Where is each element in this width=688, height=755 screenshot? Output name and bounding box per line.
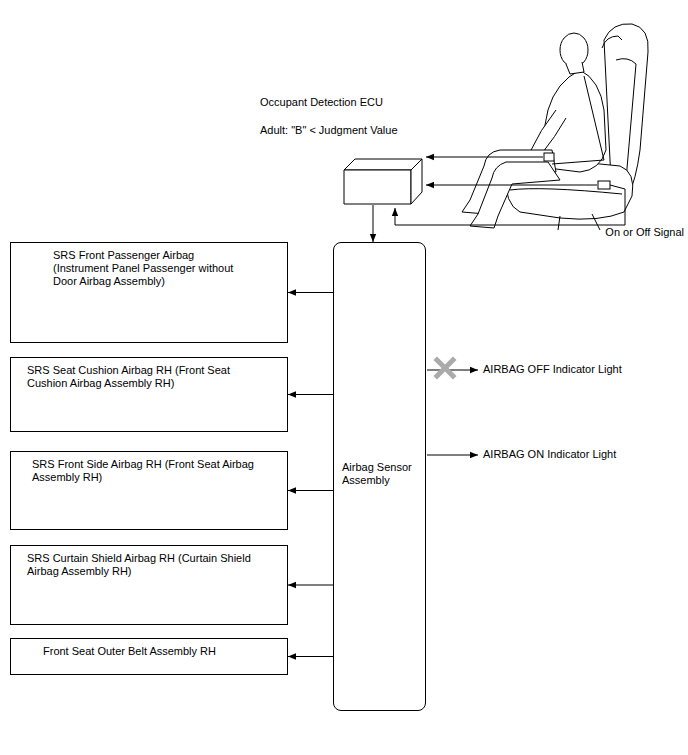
signal-line (426, 185, 597, 186)
component-box: SRS Curtain Shield Airbag RH (Curtain Sh… (10, 545, 288, 625)
connector-arrow (288, 490, 333, 491)
connector-arrow (288, 656, 333, 657)
occupant-leg (470, 162, 560, 228)
connector-arrow (288, 394, 333, 395)
indicator-line (427, 370, 478, 371)
component-box: SRS Front Side Airbag RH (Front Seat Air… (10, 451, 288, 530)
connector-arrow (373, 205, 374, 242)
indicator-name: AIRBAG ON Indicator Light (483, 448, 616, 461)
sensor-box: Airbag Sensor Assembly (333, 242, 426, 711)
node-label: SRS Front Passenger Airbag (Instrument P… (53, 249, 243, 288)
signal-line (426, 157, 543, 158)
occupant-figure (462, 33, 606, 228)
signal-line (610, 185, 625, 189)
ecu-front (344, 170, 411, 204)
connector-arrow (288, 585, 333, 586)
cross-mark (437, 360, 453, 376)
weight-sensor (598, 181, 610, 189)
node-label: SRS Curtain Shield Airbag RH (Curtain Sh… (27, 552, 267, 578)
node-label: Airbag Sensor Assembly (342, 461, 419, 487)
node-note: Adult: "B" < Judgment Value (260, 124, 398, 137)
buckle-switch (544, 153, 554, 161)
component-box: SRS Front Passenger Airbag (Instrument P… (10, 242, 288, 343)
ecu-top (344, 159, 422, 170)
indicator-name: AIRBAG OFF Indicator Light (483, 363, 622, 376)
component-box: Front Seat Outer Belt Assembly RH (10, 638, 288, 675)
occupant-neck (566, 62, 584, 74)
on-off-signal-line (395, 189, 625, 225)
ecu-shape (343, 158, 423, 205)
connector-arrow (288, 292, 333, 293)
node-label: Front Seat Outer Belt Assembly RH (43, 645, 279, 658)
node-heading: Occupant Detection ECU (260, 96, 383, 109)
occupant-head (560, 33, 588, 67)
node-label: SRS Front Side Airbag RH (Front Seat Air… (32, 458, 262, 484)
component-box: SRS Seat Cushion Airbag RH (Front Seat C… (10, 357, 288, 432)
seat-back-line (616, 59, 636, 180)
seat-belt (552, 76, 604, 164)
ecu-box: Occupant Detection ECUAdult: "B" < Judgm… (343, 158, 423, 205)
seat-figure (506, 24, 648, 230)
seat-leg (558, 214, 600, 230)
indicator-line (427, 455, 478, 456)
node-label: SRS Seat Cushion Airbag RH (Front Seat C… (27, 364, 267, 390)
signal-name: On or Off Signal (605, 226, 684, 239)
seat-back-line (602, 36, 622, 48)
ecu-side (411, 159, 422, 204)
